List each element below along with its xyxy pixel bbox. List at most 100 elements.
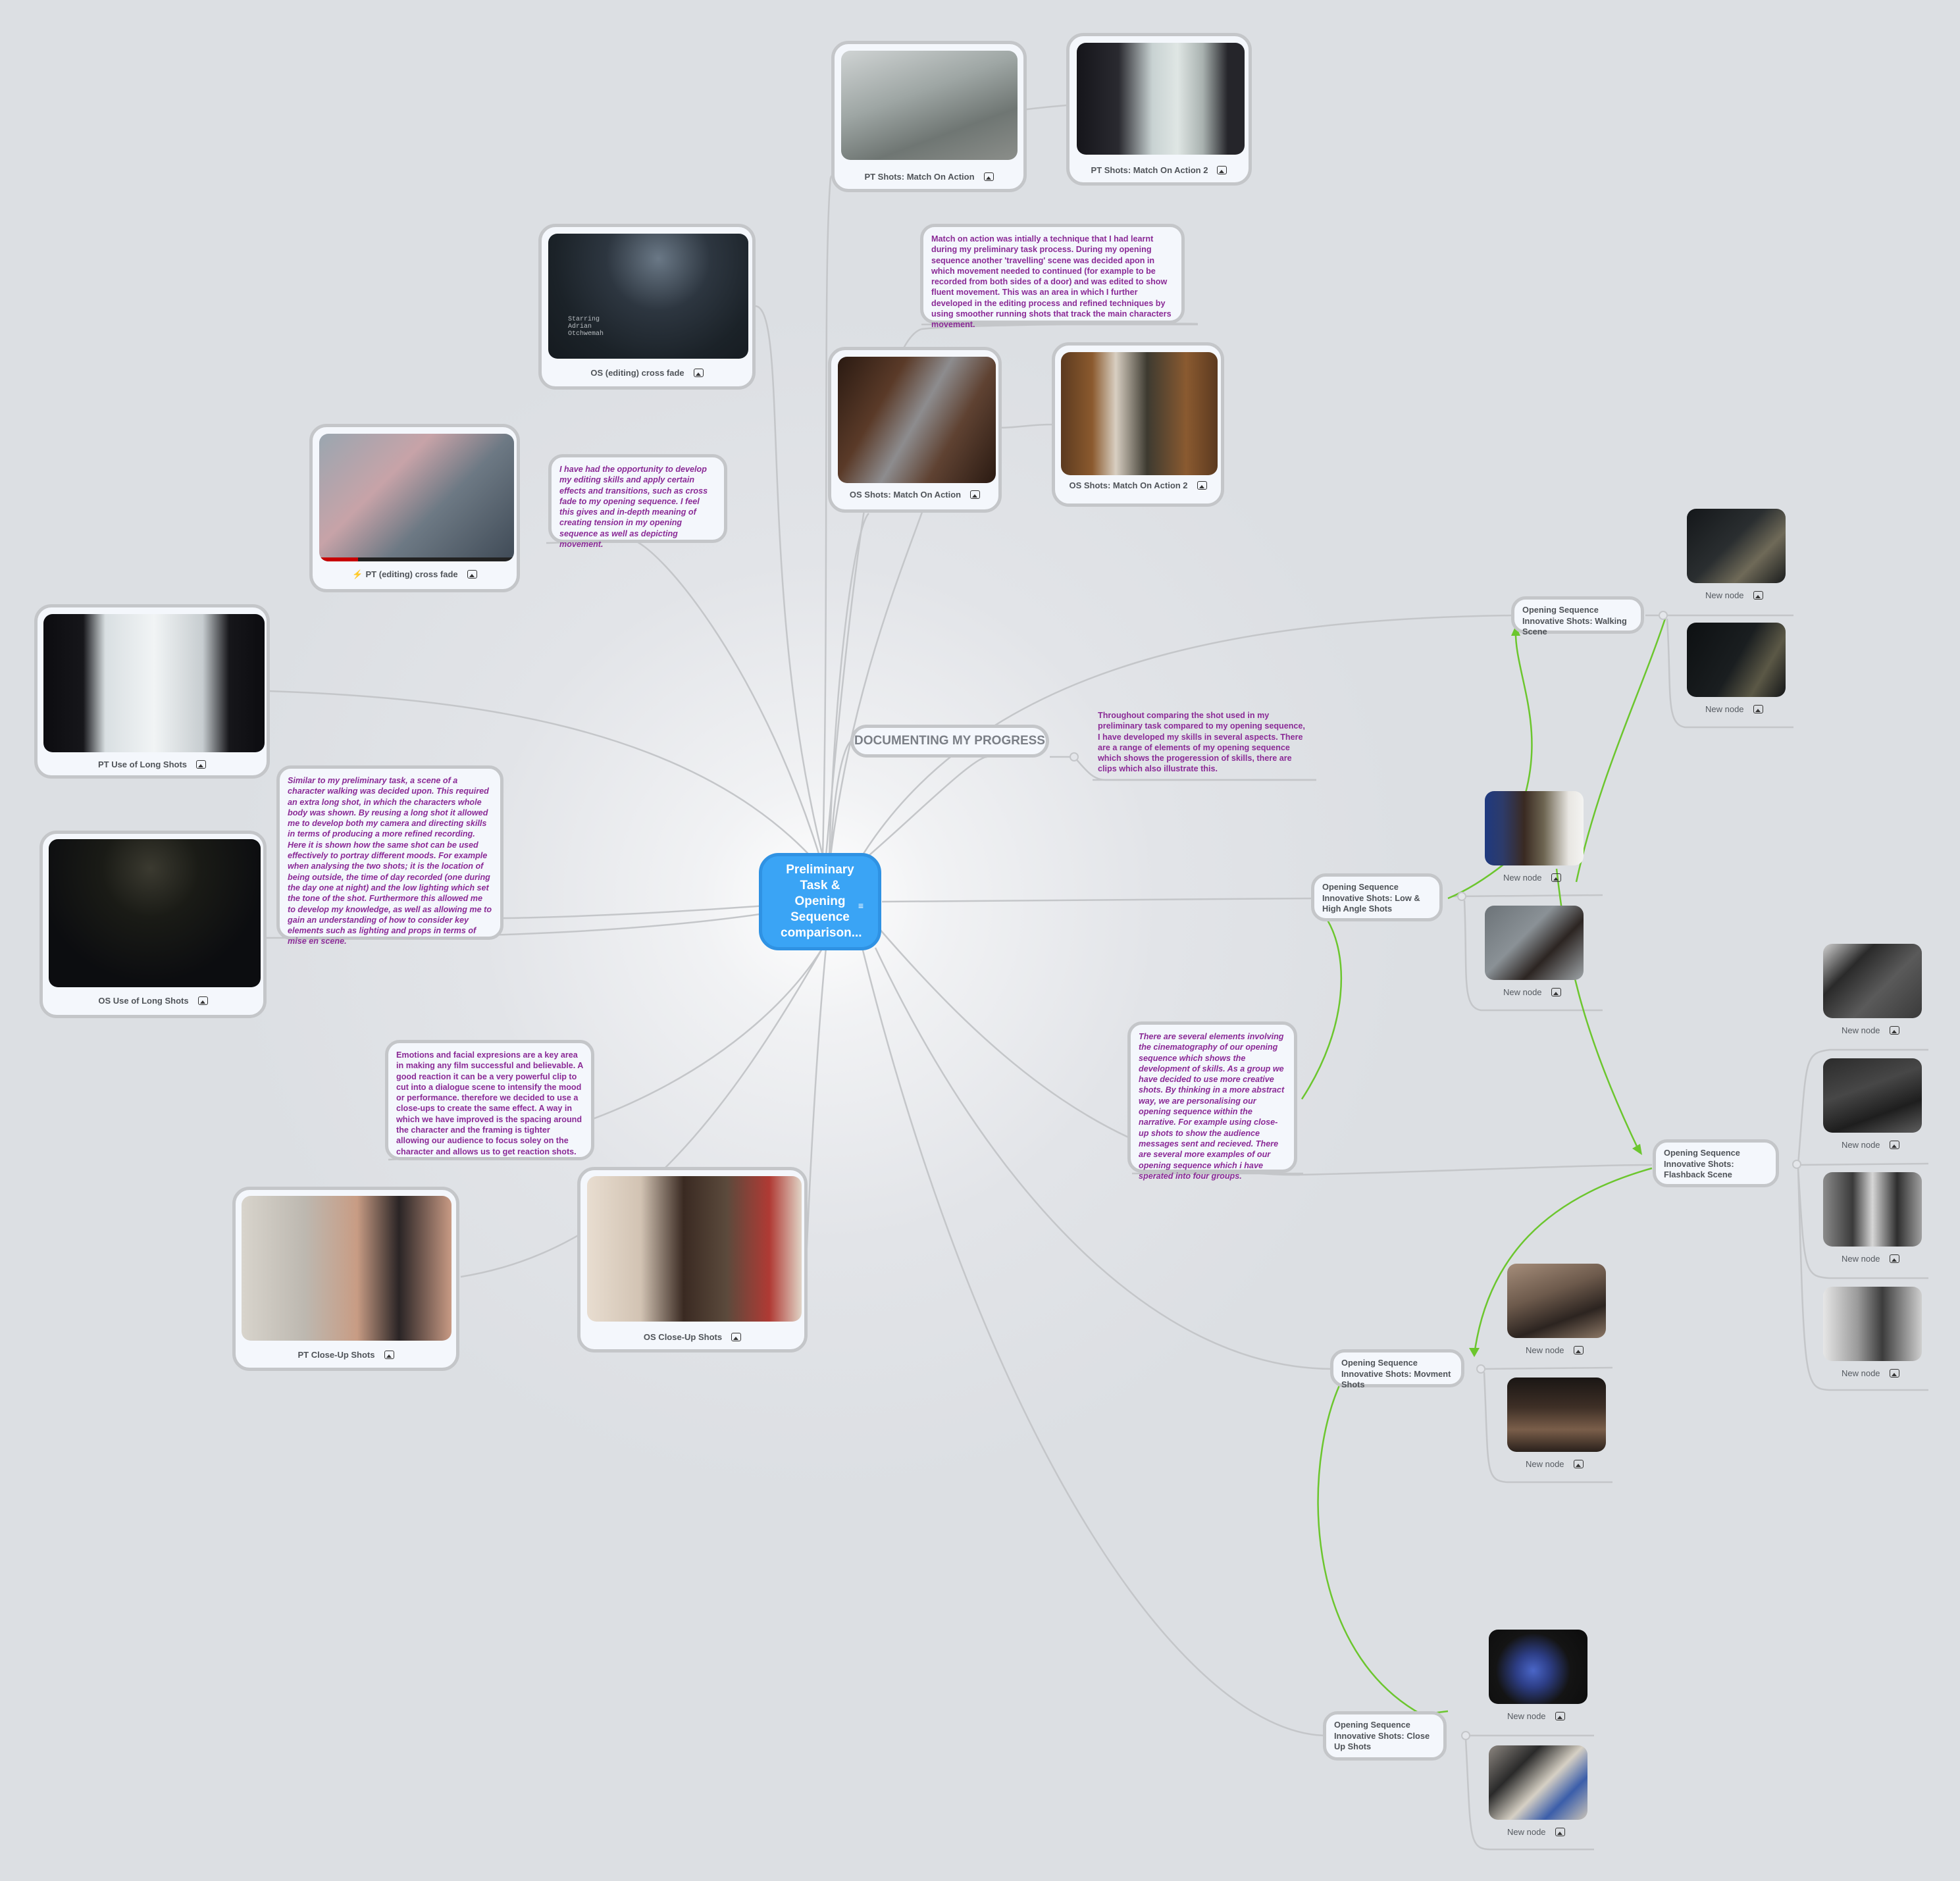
image-card-pt-match-on-action-2[interactable]: PT Shots: Match On Action 2 — [1066, 33, 1252, 186]
image-icon[interactable] — [1889, 1026, 1899, 1035]
image-card-os-cross-fade[interactable]: Starring Adrian Otchwemah OS (editing) c… — [538, 224, 756, 390]
leaf-node[interactable]: New node — [1489, 1745, 1589, 1841]
link — [1296, 1164, 1653, 1176]
thumbnail-image — [49, 839, 261, 987]
link — [1453, 894, 1603, 898]
image-card-os-match-on-action-2[interactable]: OS Shots: Match On Action 2 — [1052, 342, 1224, 507]
note-progress[interactable]: Throughout comparing the shot used in my… — [1098, 710, 1308, 775]
link — [829, 739, 853, 856]
card-caption: OS Use of Long Shots — [98, 996, 189, 1006]
image-icon[interactable] — [1555, 1712, 1565, 1720]
leaf-node[interactable]: New node — [1823, 1172, 1923, 1268]
topic-flashback-scene[interactable]: Opening Sequence Innovative Shots: Flash… — [1653, 1139, 1779, 1187]
note-close-ups[interactable]: Emotions and facial expresions are a key… — [385, 1040, 594, 1160]
link — [881, 897, 1314, 903]
image-icon[interactable] — [693, 369, 704, 377]
image-icon[interactable] — [1551, 873, 1561, 882]
image-icon[interactable] — [384, 1351, 394, 1359]
thumbnail-image — [838, 357, 996, 483]
leaf-caption: New node — [1526, 1459, 1564, 1469]
card-caption: PT Close-Up Shots — [297, 1350, 375, 1360]
relation-arrow — [1301, 917, 1343, 1100]
note-cross-fade[interactable]: I have had the opportunity to develop my… — [548, 454, 727, 549]
thumbnail-image — [1507, 1378, 1606, 1452]
image-icon[interactable] — [1753, 705, 1763, 713]
collapse-toggle[interactable] — [1792, 1160, 1801, 1169]
topic-close-up-shots[interactable]: Opening Sequence Innovative Shots: Close… — [1323, 1711, 1447, 1761]
add-note-icon[interactable]: ≡ — [858, 900, 864, 911]
leaf-node[interactable]: New node — [1485, 791, 1585, 887]
central-topic-title: Preliminary Task & Opening Sequence comp… — [781, 863, 862, 940]
relation-arrow — [1514, 628, 1533, 800]
topic-movement-shots[interactable]: Opening Sequence Innovative Shots: Movme… — [1330, 1349, 1464, 1389]
thumbnail-image — [1823, 1172, 1922, 1247]
leaf-caption: New node — [1842, 1140, 1880, 1150]
note-long-shots[interactable]: Similar to my preliminary task, a scene … — [276, 765, 503, 946]
image-card-os-close-up-shots[interactable]: OS Close-Up Shots — [577, 1167, 808, 1353]
image-icon[interactable] — [196, 760, 207, 769]
note-text: There are several elements involving the… — [1139, 1032, 1285, 1181]
link — [631, 538, 821, 856]
image-icon[interactable] — [970, 490, 981, 499]
image-card-pt-match-on-action[interactable]: PT Shots: Match On Action — [831, 41, 1027, 192]
link — [828, 513, 869, 856]
image-card-pt-long-shots[interactable]: PT Use of Long Shots — [34, 604, 270, 779]
leaf-node[interactable]: New node — [1507, 1264, 1607, 1359]
card-caption: OS (editing) cross fade — [590, 368, 684, 378]
image-icon[interactable] — [1197, 481, 1207, 490]
image-icon[interactable] — [1555, 1828, 1565, 1836]
image-card-os-match-on-action[interactable]: OS Shots: Match On Action — [828, 347, 1002, 513]
leaf-node[interactable]: New node — [1507, 1378, 1607, 1473]
collapse-toggle[interactable] — [1457, 892, 1466, 901]
leaf-caption: New node — [1507, 1827, 1546, 1837]
image-card-os-long-shots[interactable]: OS Use of Long Shots — [39, 831, 267, 1018]
topic-low-high-angle[interactable]: Opening Sequence Innovative Shots: Low &… — [1311, 873, 1443, 921]
image-icon[interactable] — [1573, 1346, 1584, 1354]
video-progress-bar[interactable] — [319, 557, 514, 561]
thumbnail-image — [1687, 509, 1786, 583]
leaf-node[interactable]: New node — [1489, 1630, 1589, 1725]
collapse-toggle[interactable] — [1461, 1731, 1470, 1740]
thumbnail-image — [43, 614, 265, 752]
thumbnail-image — [1823, 1058, 1922, 1133]
image-icon[interactable] — [1889, 1141, 1899, 1149]
central-topic[interactable]: Preliminary Task & Opening Sequence comp… — [759, 853, 881, 950]
thumbnail-image — [242, 1196, 451, 1341]
thumbnail-image — [1823, 1287, 1922, 1361]
leaf-node[interactable]: New node — [1687, 623, 1787, 718]
image-card-pt-close-up-shots[interactable]: PT Close-Up Shots — [232, 1187, 459, 1371]
leaf-caption: New node — [1705, 704, 1744, 714]
topic-walking-scene[interactable]: Opening Sequence Innovative Shots: Walki… — [1511, 596, 1644, 636]
card-caption: OS Shots: Match On Action — [849, 490, 962, 500]
note-match-on-action[interactable]: Match on action was intially a technique… — [920, 224, 1185, 329]
card-caption: PT Shots: Match On Action — [864, 172, 975, 182]
video-overlay-text: Starring Adrian Otchwemah — [568, 316, 604, 338]
thumbnail-image — [1823, 944, 1922, 1018]
image-card-pt-cross-fade[interactable]: ⚡PT (editing) cross fade — [309, 424, 520, 592]
leaf-node[interactable]: New node — [1823, 1287, 1923, 1382]
image-icon[interactable] — [1753, 591, 1763, 600]
image-icon[interactable] — [1217, 166, 1227, 174]
image-icon[interactable] — [1889, 1254, 1899, 1263]
image-icon[interactable] — [1889, 1369, 1899, 1378]
image-icon[interactable] — [983, 172, 994, 181]
image-icon[interactable] — [1551, 988, 1561, 996]
collapse-toggle[interactable] — [1659, 611, 1668, 620]
leaf-node[interactable]: New node — [1687, 509, 1787, 604]
image-icon[interactable] — [731, 1333, 742, 1341]
topic-title: Opening Sequence Innovative Shots: Close… — [1334, 1720, 1430, 1751]
leaf-node[interactable]: New node — [1823, 1058, 1923, 1154]
collapse-toggle[interactable] — [1070, 752, 1079, 761]
image-icon[interactable] — [1573, 1460, 1584, 1468]
note-cinematography[interactable]: There are several elements involving the… — [1127, 1021, 1297, 1181]
leaf-node[interactable]: New node — [1485, 906, 1585, 1001]
section-documenting-progress[interactable]: DOCUMENTING MY PROGRESS — [850, 725, 1049, 758]
collapse-toggle[interactable] — [1476, 1364, 1485, 1374]
image-icon[interactable] — [467, 570, 477, 579]
image-icon[interactable] — [197, 996, 208, 1005]
card-caption: OS Shots: Match On Action 2 — [1069, 480, 1188, 490]
note-text: Similar to my preliminary task, a scene … — [288, 776, 492, 946]
link — [821, 177, 832, 856]
leaf-node[interactable]: New node — [1823, 944, 1923, 1039]
card-caption: PT Shots: Match On Action 2 — [1091, 165, 1208, 175]
